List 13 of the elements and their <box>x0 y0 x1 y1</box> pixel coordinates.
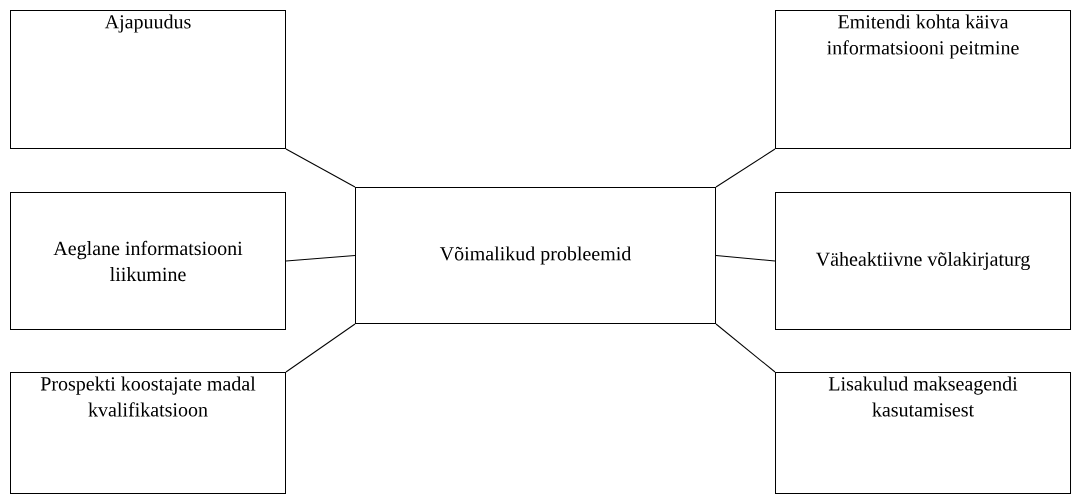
text-box: Ajapuudus <box>10 10 286 149</box>
text-box: Lisakulud makseagendi kasutamisest <box>775 372 1071 494</box>
text-box: Võimalikud probleemid <box>355 187 716 324</box>
text-box: Aeglane informatsiooni liikumine <box>10 192 286 330</box>
connector-line <box>715 323 776 373</box>
text-box: Väheaktiivne võlakirjaturg <box>775 192 1071 330</box>
connector-line <box>715 148 776 188</box>
connector-line <box>715 255 776 262</box>
text-box: Emitendi kohta käiva informatsiooni peitmine <box>775 10 1071 149</box>
connector-line <box>285 323 356 373</box>
text-box: Prospekti koostajate madal kvalifikatsioon <box>10 372 286 494</box>
connector-line <box>285 255 356 262</box>
connector-line <box>285 148 356 188</box>
